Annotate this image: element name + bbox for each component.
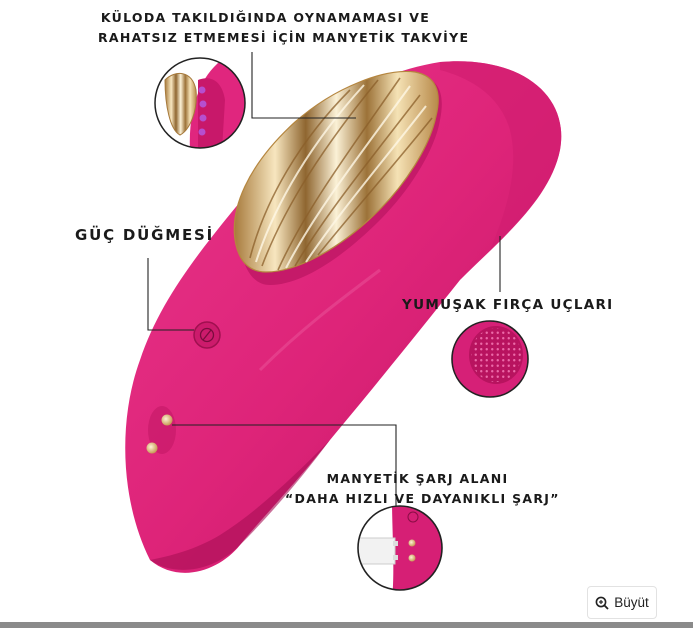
callout-soft-brush-tips: YUMUŞAK FIRÇA UÇLARI: [402, 297, 614, 313]
callout-lines: [147, 52, 501, 520]
enlarge-button[interactable]: Büyüt: [587, 586, 657, 619]
callout-charging-line2: “DAHA HIZLI VE DAYANIKLI ŞARJ”: [285, 491, 560, 506]
enlarge-button-label: Büyüt: [614, 595, 649, 610]
callout-magnetic-support-line1: KÜLODA TAKILDIĞINDA OYNAMAMASI VE: [100, 10, 431, 25]
callout-magnetic-support: KÜLODA TAKILDIĞINDA OYNAMAMASI VE RAHATS…: [98, 8, 470, 48]
callout-charging-area: MANYETİK ŞARJ ALANI “DAHA HIZLI VE DAYAN…: [285, 469, 560, 509]
zoom-in-icon: [595, 596, 609, 610]
inset-brush-tips: [451, 320, 529, 398]
callout-power-button: GÜÇ DÜĞMESİ: [75, 226, 215, 244]
device-body: [125, 61, 562, 573]
bottom-divider: [0, 622, 693, 628]
callout-charging-line1: MANYETİK ŞARJ ALANI: [326, 471, 509, 486]
inset-magnetic-support: [154, 57, 246, 149]
gold-shell: [233, 70, 442, 285]
callout-magnetic-support-line2: RAHATSIZ ETMEMESİ İÇİN MANYETİK TAKVİYE: [98, 30, 470, 45]
inset-charging-area: [357, 505, 443, 591]
